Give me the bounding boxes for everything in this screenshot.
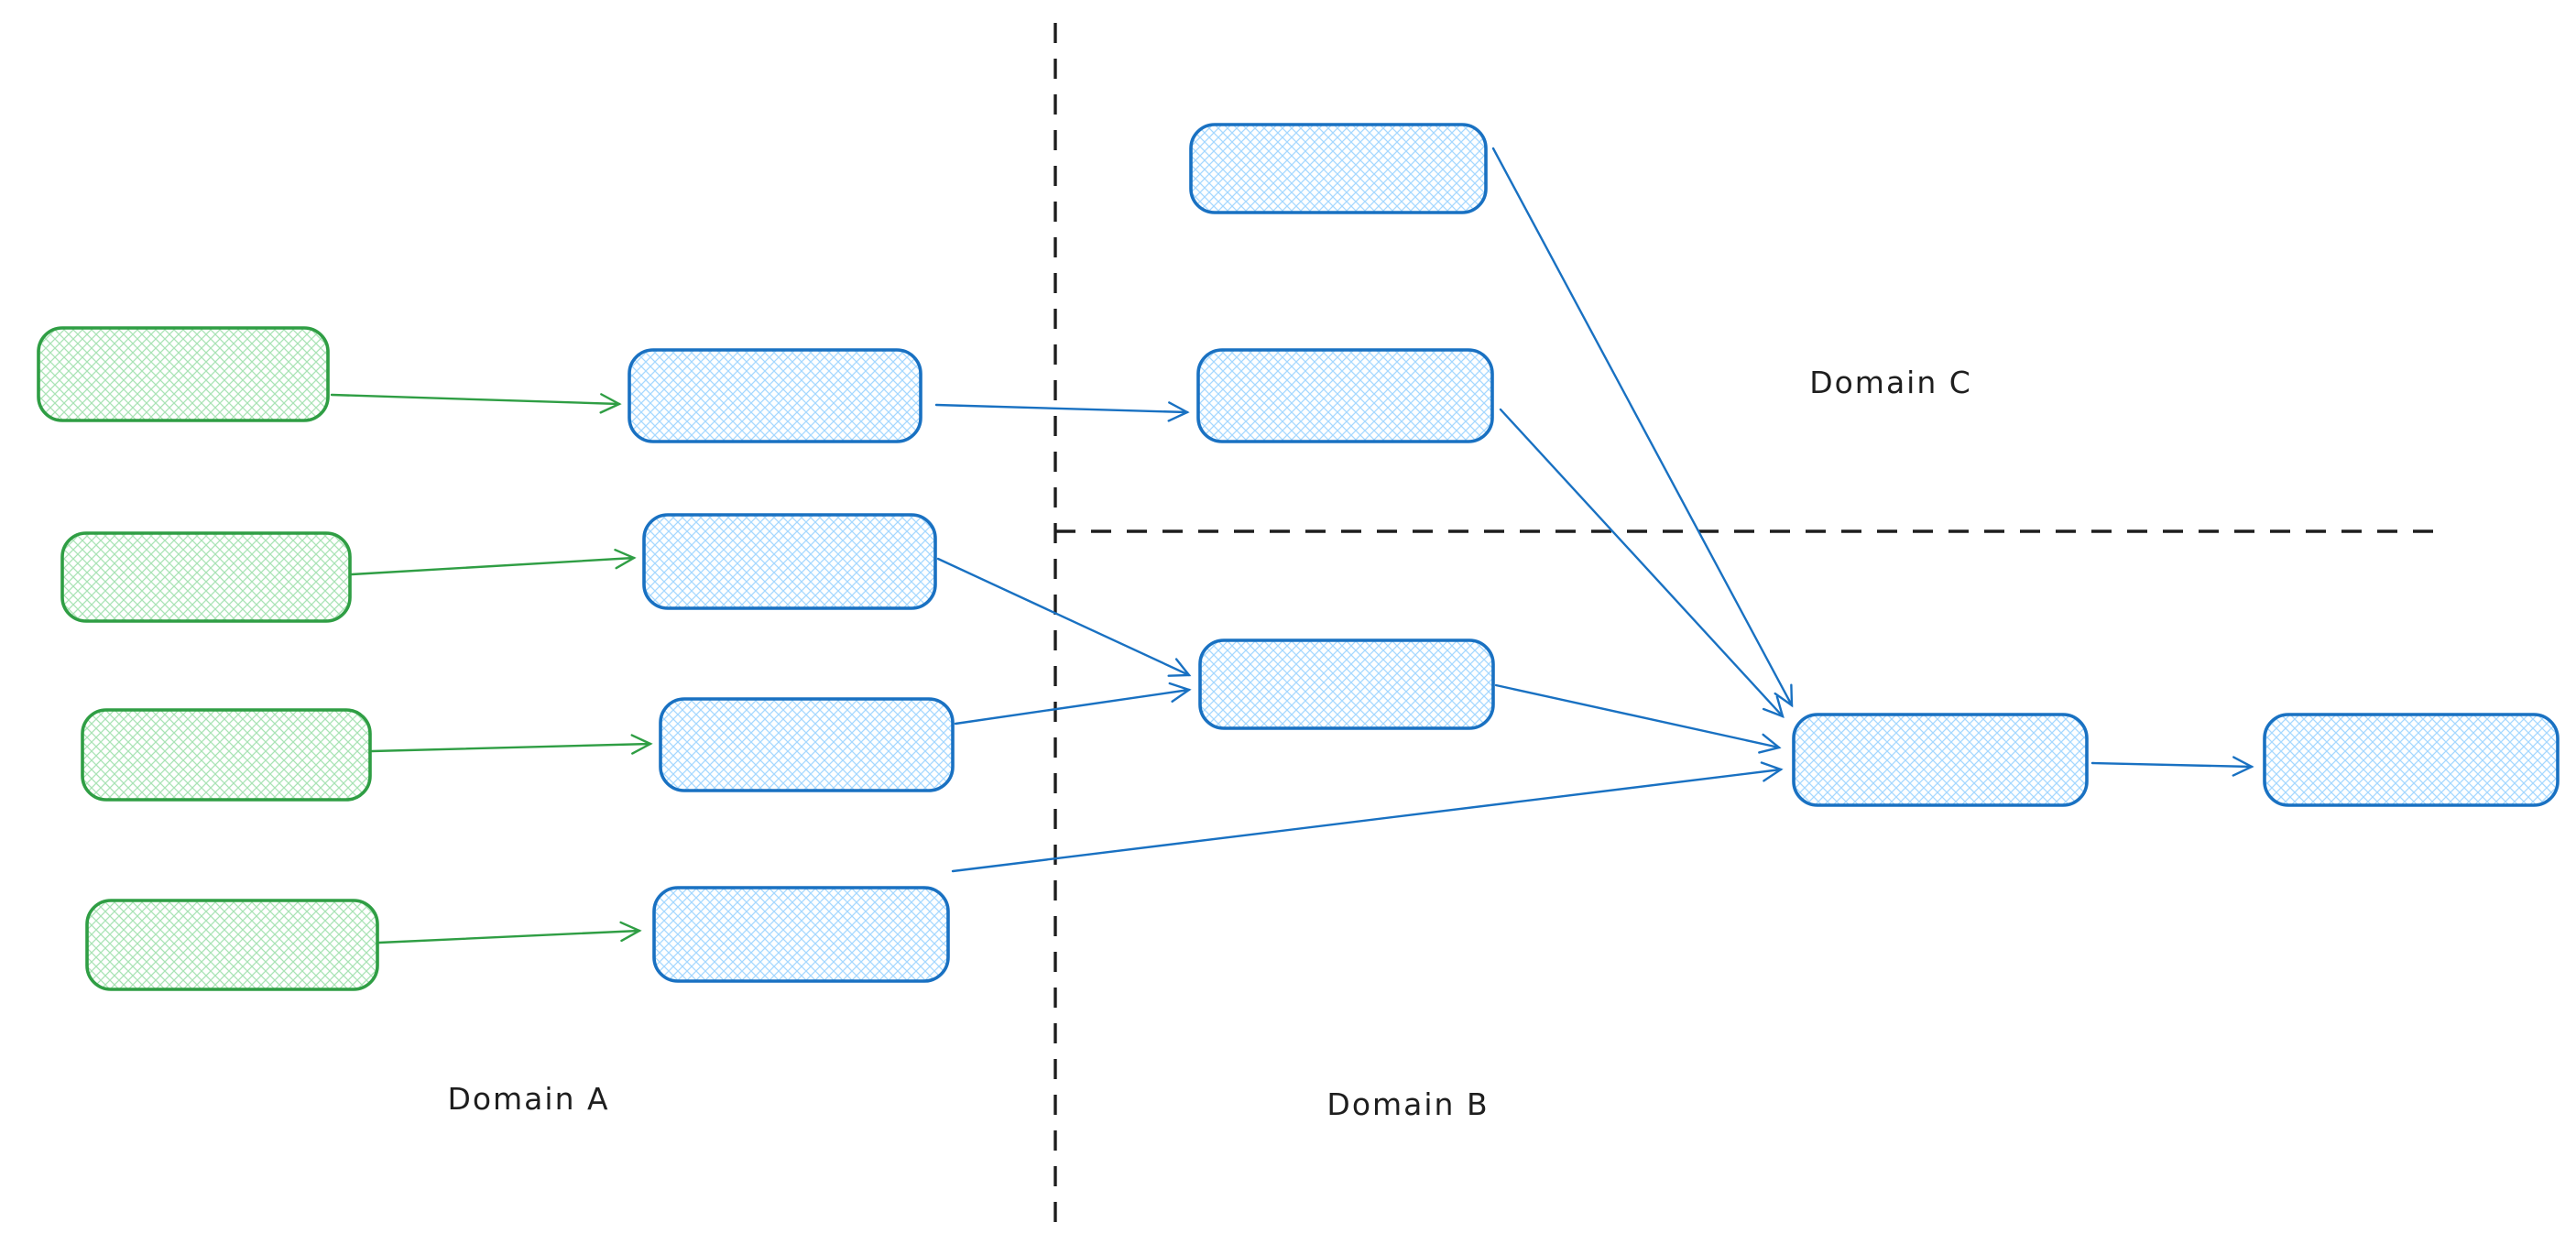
green-2-box xyxy=(60,531,352,623)
blue-a1-box xyxy=(628,348,922,443)
blue-a4-box xyxy=(652,886,950,983)
domain-b-label: Domain B xyxy=(1326,1086,1490,1122)
green-4-box xyxy=(85,899,379,991)
blue-output-box xyxy=(2263,713,2560,807)
edge-cmid-agg-arrow xyxy=(1499,408,1785,718)
edge-green-2-arrow xyxy=(350,548,637,576)
edge-agg-out-arrow xyxy=(2090,756,2254,777)
blue-a2-box xyxy=(642,513,937,610)
edge-green-4-arrow xyxy=(377,921,642,944)
nodes-layer xyxy=(37,123,2560,991)
blue-c-mid-box xyxy=(1196,348,1494,443)
blue-b-hub-box xyxy=(1198,638,1495,730)
domain-c-label: Domain C xyxy=(1809,365,1972,400)
blue-a3-box xyxy=(659,697,955,792)
domain-dividers-layer xyxy=(1053,23,2446,1237)
green-1-box xyxy=(37,326,330,422)
green-3-box xyxy=(81,708,372,802)
edge-hub-agg-arrow xyxy=(1494,683,1782,754)
edge-a3-hub-arrow xyxy=(954,682,1192,726)
edge-a2-hub-arrow xyxy=(936,557,1192,677)
domain-a-label: Domain A xyxy=(447,1081,610,1117)
edge-green-3-arrow xyxy=(370,734,653,755)
edge-green-1-arrow xyxy=(330,393,622,414)
blue-c-top-box xyxy=(1189,123,1488,214)
blue-aggregator-box xyxy=(1792,713,2089,807)
edge-a1-cmid-arrow xyxy=(934,401,1190,422)
edge-ctop-agg-arrow xyxy=(1491,147,1794,708)
edge-a4-agg-arrow xyxy=(951,761,1784,873)
edges-layer xyxy=(330,147,2254,944)
